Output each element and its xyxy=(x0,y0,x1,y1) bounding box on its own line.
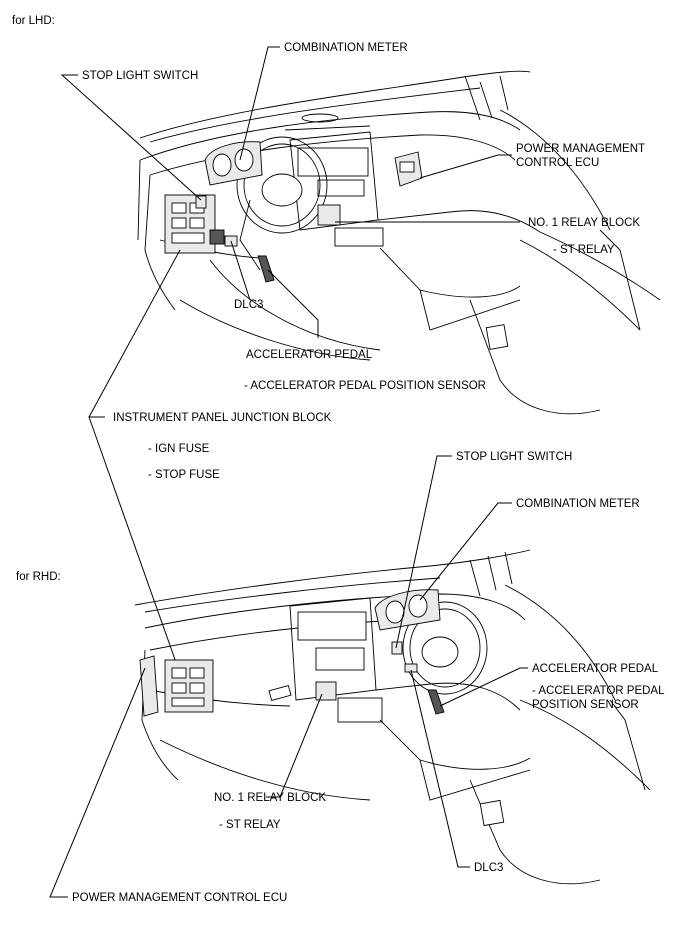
rhd-heading: for RHD: xyxy=(16,571,61,583)
rhd-stop-light-switch-label: STOP LIGHT SWITCH xyxy=(456,451,572,463)
rhd-combination-meter-label: COMBINATION METER xyxy=(516,498,640,510)
lhd-combination-meter-label: COMBINATION METER xyxy=(284,42,408,54)
stop-fuse-label: - STOP FUSE xyxy=(148,469,220,481)
rhd-st-relay-label: - ST RELAY xyxy=(219,819,281,831)
rhd-no1-relay-block-label: NO. 1 RELAY BLOCK xyxy=(214,792,326,804)
lhd-stop-light-switch-label: STOP LIGHT SWITCH xyxy=(82,70,198,82)
instrument-panel-junction-block-label: INSTRUMENT PANEL JUNCTION BLOCK xyxy=(113,412,332,424)
lhd-power-management-label-2: CONTROL ECU xyxy=(516,157,599,169)
rhd-accelerator-pedal-sensor-label-2: POSITION SENSOR xyxy=(532,699,639,711)
lhd-dashboard-illustration xyxy=(137,70,661,415)
rhd-power-management-label: POWER MANAGEMENT CONTROL ECU xyxy=(72,892,287,904)
ign-fuse-label: - IGN FUSE xyxy=(148,443,210,455)
lhd-st-relay-label: - ST RELAY xyxy=(553,244,615,256)
lhd-leader-lines xyxy=(60,46,520,338)
rhd-accelerator-pedal-label: ACCELERATOR PEDAL xyxy=(532,663,659,675)
rhd-dlc3-label: DLC3 xyxy=(474,862,503,874)
lhd-heading: for LHD: xyxy=(12,15,55,27)
lhd-power-management-label-1: POWER MANAGEMENT xyxy=(516,143,645,155)
lhd-accelerator-pedal-label: ACCELERATOR PEDAL xyxy=(246,349,373,361)
rhd-dashboard-illustration xyxy=(134,549,651,885)
labels: for LHD: COMBINATION METER STOP LIGHT SW… xyxy=(12,15,665,904)
rhd-leader-lines xyxy=(49,455,528,898)
rhd-accelerator-pedal-sensor-label-1: - ACCELERATOR PEDAL xyxy=(532,685,665,697)
lhd-accelerator-pedal-sensor-label: - ACCELERATOR PEDAL POSITION SENSOR xyxy=(244,380,486,392)
junction-block-leader-lines xyxy=(88,249,181,669)
lhd-dlc3-label: DLC3 xyxy=(234,299,263,311)
lhd-no1-relay-block-label: NO. 1 RELAY BLOCK xyxy=(528,217,640,229)
